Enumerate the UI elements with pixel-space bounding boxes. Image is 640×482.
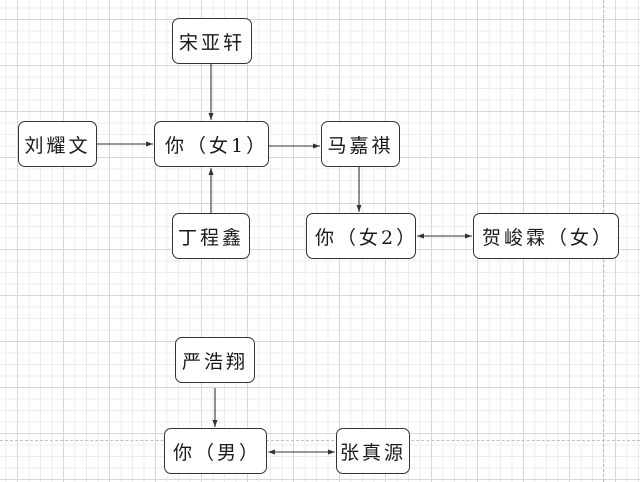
node-you-female-2[interactable]: 你（女2） <box>306 213 416 259</box>
node-dingchengxin[interactable]: 丁程鑫 <box>172 213 250 259</box>
node-label: 你（女1） <box>165 134 269 157</box>
node-label: 丁程鑫 <box>177 226 244 249</box>
node-you-female-1[interactable]: 你（女1） <box>154 121 269 167</box>
node-label: 张真源 <box>339 441 406 464</box>
node-hejunlin[interactable]: 贺峻霖（女） <box>473 213 619 259</box>
node-yanhaoxiang[interactable]: 严浩翔 <box>175 337 255 383</box>
node-majiaqi[interactable]: 马嘉祺 <box>321 121 400 167</box>
node-label: 你（女2） <box>315 226 419 249</box>
page-break-horizontal <box>0 440 640 441</box>
node-label: 马嘉祺 <box>327 134 394 157</box>
node-label: 你（男） <box>173 441 262 464</box>
node-liuyaowen[interactable]: 刘耀文 <box>18 121 97 167</box>
node-songyaxuan[interactable]: 宋亚轩 <box>172 18 252 64</box>
node-zhangzhenyuan[interactable]: 张真源 <box>336 428 410 474</box>
node-you-male[interactable]: 你（男） <box>164 428 267 474</box>
node-label: 严浩翔 <box>181 350 248 373</box>
node-label: 贺峻霖（女） <box>482 226 615 249</box>
node-label: 宋亚轩 <box>178 31 245 54</box>
node-label: 刘耀文 <box>24 134 91 157</box>
